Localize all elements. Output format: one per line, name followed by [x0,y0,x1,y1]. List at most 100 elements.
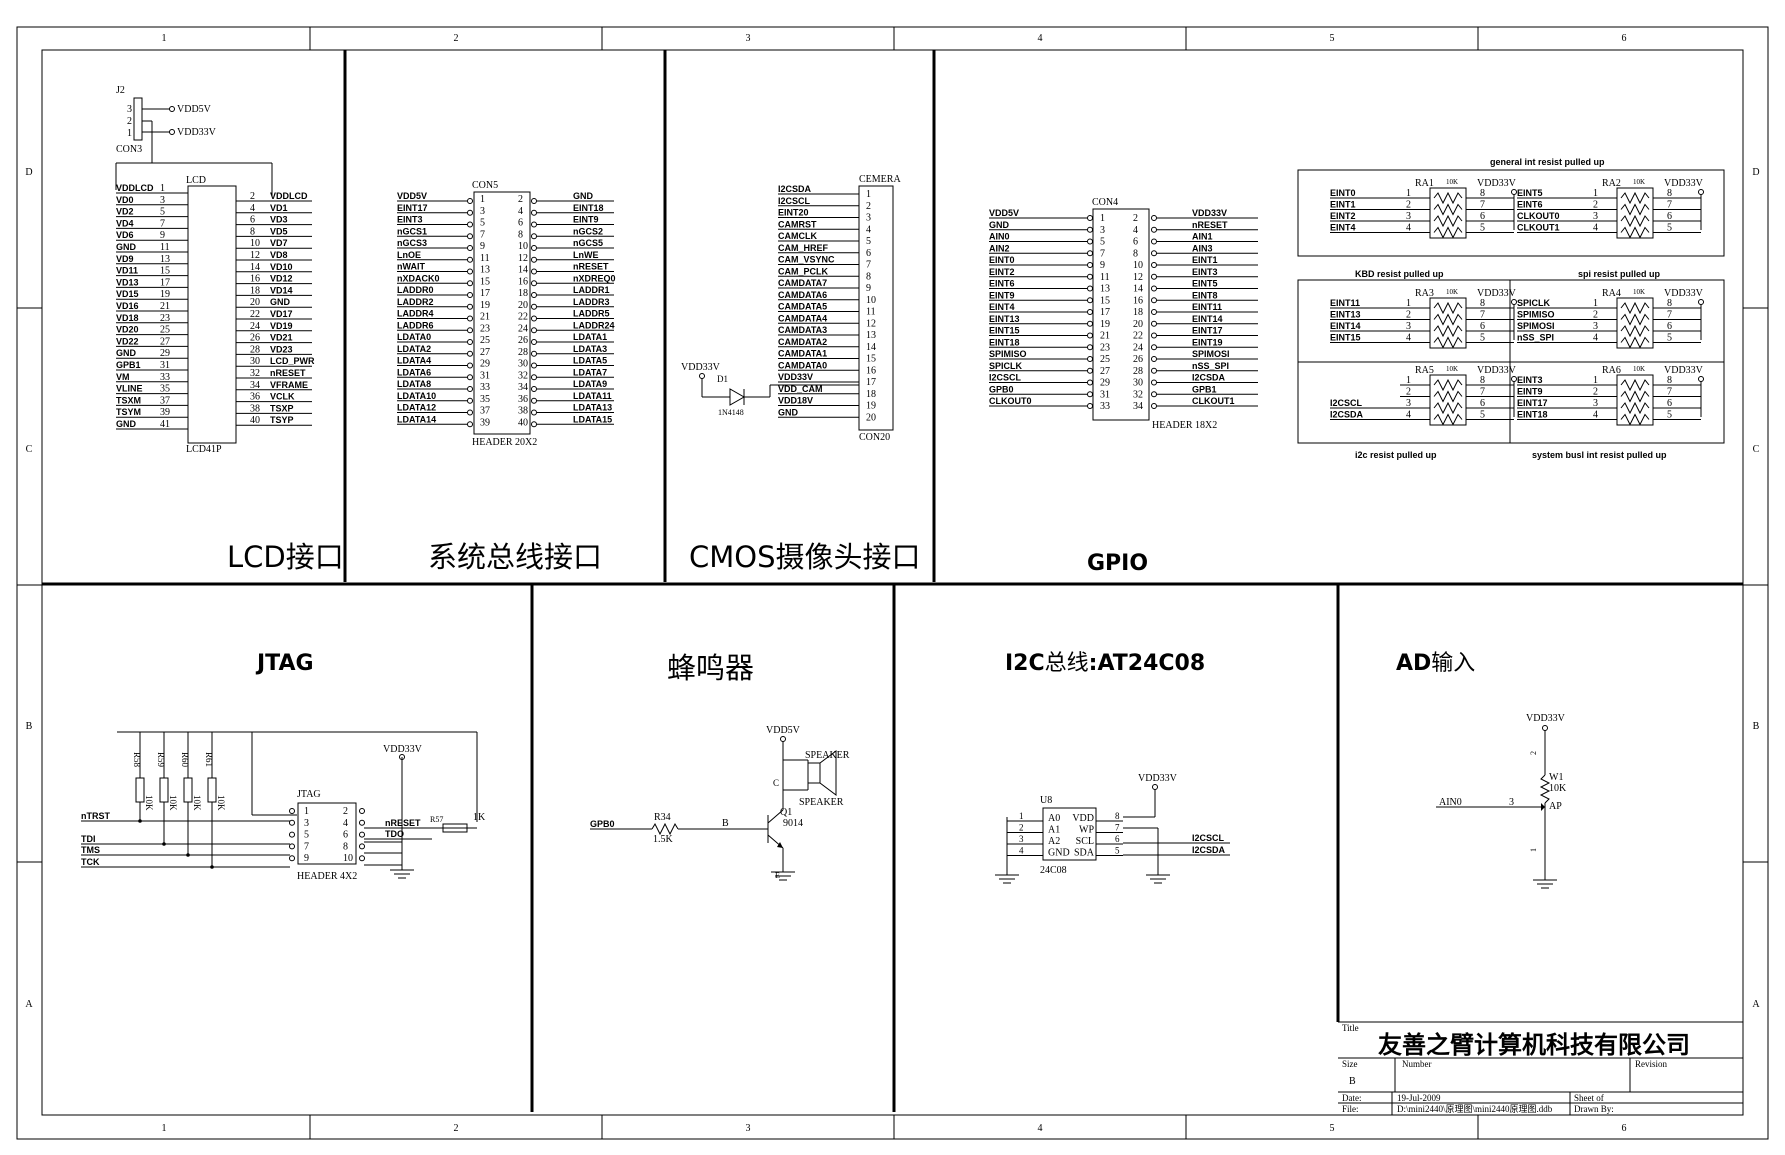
resistor-pack-vdd: VDD33V [1664,288,1704,299]
grid-row-right: A [1752,999,1760,1010]
resistor-pack-pin: 7 [1480,200,1485,211]
lcd-left-net: VDDLCD [116,183,154,193]
bus-left-net: EINT3 [397,215,423,225]
resistor-pack-pin: 4 [1406,333,1411,344]
bus-right-net: LDATA13 [573,403,612,413]
gpio-left-pin: 25 [1100,354,1110,365]
bus-left-pin: 5 [480,218,485,229]
lcd-right-net: VD5 [270,226,288,236]
grid-row-right: D [1752,167,1759,178]
lcd-right-net: VD7 [270,238,288,248]
camera-net: VDD18V [778,396,813,406]
bus-right-net: LDATA9 [573,379,607,389]
camera-net: CAMRST [778,219,817,229]
gpio-left-pin: 9 [1100,260,1105,271]
lcd-left-pin: 7 [160,218,165,229]
lcd-right-net: VD1 [270,203,288,213]
jtag-pin-right: 8 [343,841,348,852]
resistor-pack-vdd: VDD33V [1664,365,1704,376]
bus-left-pin: 13 [480,265,490,276]
u8-right-pin-num: 5 [1115,846,1120,856]
u8-left-pin-num: 2 [1019,823,1024,833]
u8-label: U8 [1040,795,1052,806]
gpio-left-pin: 15 [1100,295,1110,306]
resistor-pack-net: CLKOUT0 [1517,211,1560,221]
resistor-pack-net: EINT4 [1330,223,1356,233]
bus-right-pin: 22 [518,312,528,323]
bus-left-pin: 21 [480,312,490,323]
bus-left-pin: 11 [480,253,490,264]
w1-label: W1 [1549,772,1563,783]
resistor-pack-net: EINT15 [1330,333,1361,343]
camera-section-title: CMOS摄像头接口 [689,540,921,574]
jtag-pin-left: 3 [304,818,309,829]
bus-left-net: LDATA4 [397,356,431,366]
grid-col-bottom: 5 [1330,1123,1335,1134]
resistor-pack-pin: 3 [1406,321,1411,332]
jtag-resistor-name: R59 [156,752,166,768]
resistor-pack-pin: 1 [1406,188,1411,199]
bus-left-net: LDATA6 [397,367,431,377]
gpio-right-net: AIN1 [1192,232,1213,242]
lcd-right-pin: 8 [250,226,255,237]
grid-col-top: 6 [1622,33,1627,44]
i2c-section-title: I2C总线:AT24C08 [1005,651,1205,676]
resistor-pack-pin: 6 [1667,398,1672,409]
w1-pin2: 2 [1529,751,1538,755]
resistor-pack-pin: 2 [1406,310,1411,321]
title-block: Title 友善之臂计算机科技有限公司 Size B Number Revisi… [1338,1021,1743,1115]
lcd-right-net: VD12 [270,274,293,284]
ra-title-sysbus: system busl int resist pulled up [1532,450,1667,460]
bus-left-net: LADDR0 [397,285,434,295]
resistor-pack-pin: 2 [1593,387,1598,398]
gpio-right-pin: 2 [1133,213,1138,224]
resistor-pack-net: EINT6 [1517,200,1543,210]
camera-net: CAMCLK [778,231,817,241]
gpio-left-net: SPIMISO [989,349,1027,359]
resistor-pack-net: EINT3 [1517,375,1543,385]
con5-part-label: HEADER 20X2 [472,437,537,448]
lcd-left-pin: 5 [160,207,165,218]
ap-label: AP [1549,801,1562,812]
bus-left-net: LDATA14 [397,414,436,424]
r34-label: R34 [654,812,671,823]
gpio-left-pin: 17 [1100,307,1110,318]
lcd-right-pin: 22 [250,309,260,320]
camera-net: CAMDATA1 [778,349,827,359]
tb-file: D:\mini2440\原理图\mini2440原理图.ddb [1397,1104,1553,1114]
bus-right-pin: 2 [518,194,523,205]
lcd-right-net: VCLK [270,392,295,402]
jtag-resistor-name: R60 [180,752,190,768]
lcd-right-net: TSYP [270,415,294,425]
lcd-right-net: nRESET [270,368,306,378]
lcd-left-pin: 35 [160,384,170,395]
camera-pin: 1 [866,189,871,200]
camera-part-label: CON20 [859,432,890,443]
resistor-pack-pin: 7 [1667,310,1672,321]
camera-pin: 11 [866,307,876,318]
r57-label: R57 [430,815,443,824]
lcd-left-net: VD15 [116,289,139,299]
bus-right-net: LDATA5 [573,356,607,366]
resistor-pack-pin: 2 [1593,310,1598,321]
con5-label: CON5 [472,180,498,191]
u8-left-pin-num: 1 [1019,811,1024,821]
resistor-pack-pin: 7 [1480,310,1485,321]
jtag-resistor-name: R61 [204,752,214,767]
speaker-part-label: SPEAKER [799,797,844,808]
bus-right-net: LDATA11 [573,391,612,401]
lcd-left-pin: 25 [160,325,170,336]
lcd-right-net: VD8 [270,250,288,260]
resistor-pack-pin: 7 [1480,387,1485,398]
gpio-left-pin: 13 [1100,284,1110,295]
bus-right-net: nRESET [573,262,609,272]
grid-col-bottom: 2 [454,1123,459,1134]
jtag-part-label: HEADER 4X2 [297,871,357,882]
j2-net-vdd33v: VDD33V [177,127,217,138]
buzzer-vdd-label: VDD5V [766,725,801,736]
lcd-left-pin: 13 [160,254,170,265]
resistor-pack-net: EINT5 [1517,188,1543,198]
bus-right-pin: 12 [518,253,528,264]
resistor-pack-net: EINT1 [1330,200,1356,210]
